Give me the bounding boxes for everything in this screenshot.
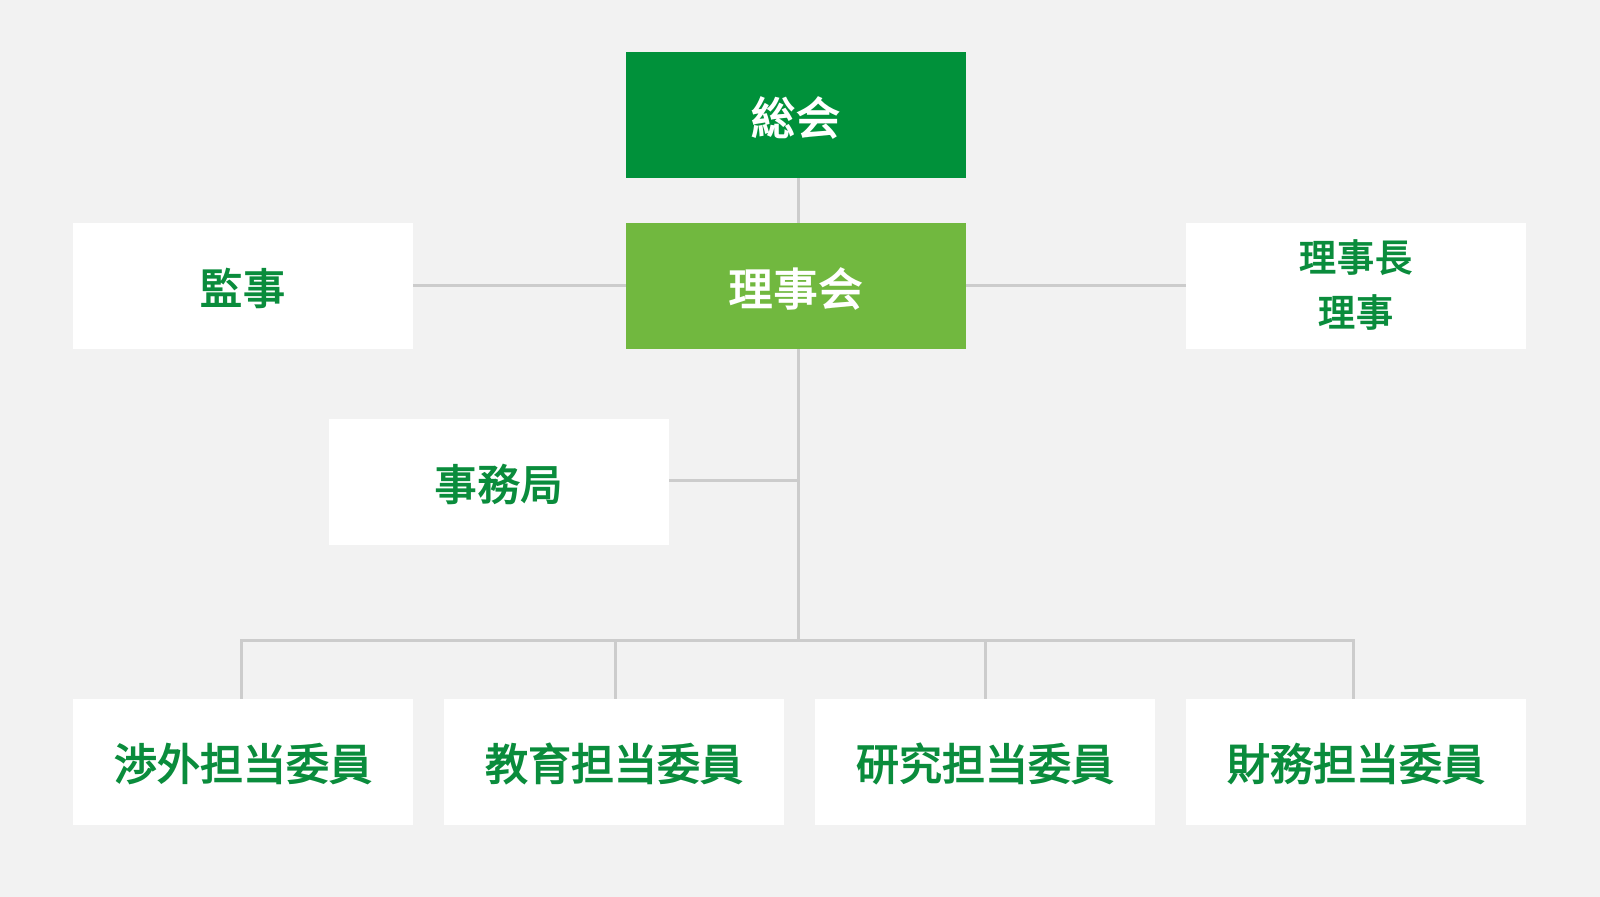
connector-board-officers [966, 284, 1186, 287]
connector-board-trunk [797, 348, 800, 642]
connector-assembly-board [797, 178, 800, 224]
secretariat-label: 事務局 [434, 460, 564, 510]
connector-committee-1 [240, 639, 243, 699]
secretariat-box: 事務局 [329, 419, 669, 545]
committee-box-external: 渉外担当委員 [73, 699, 413, 825]
connector-committee-3 [984, 639, 987, 699]
officer-director-label: 理事 [1318, 292, 1394, 335]
committee-label: 渉外担当委員 [114, 741, 372, 791]
auditor-box: 監事 [73, 223, 413, 349]
general-assembly-label: 総会 [751, 94, 841, 145]
board-box: 理事会 [626, 223, 966, 349]
committee-label: 研究担当委員 [856, 741, 1114, 791]
connector-committee-bus [240, 639, 1355, 642]
connector-committee-4 [1352, 639, 1355, 699]
committee-box-education: 教育担当委員 [444, 699, 784, 825]
board-label: 理事会 [728, 265, 864, 316]
auditor-label: 監事 [199, 264, 286, 314]
connector-secretariat [669, 479, 800, 482]
general-assembly-box: 総会 [626, 52, 966, 178]
officer-chair-label: 理事長 [1299, 237, 1413, 280]
committee-box-research: 研究担当委員 [815, 699, 1155, 825]
committee-label: 財務担当委員 [1227, 741, 1485, 791]
connector-auditor-board [413, 284, 626, 287]
connector-committee-2 [614, 639, 617, 699]
committee-box-finance: 財務担当委員 [1186, 699, 1526, 825]
committee-label: 教育担当委員 [485, 741, 743, 791]
officers-box: 理事長 理事 [1186, 223, 1526, 349]
